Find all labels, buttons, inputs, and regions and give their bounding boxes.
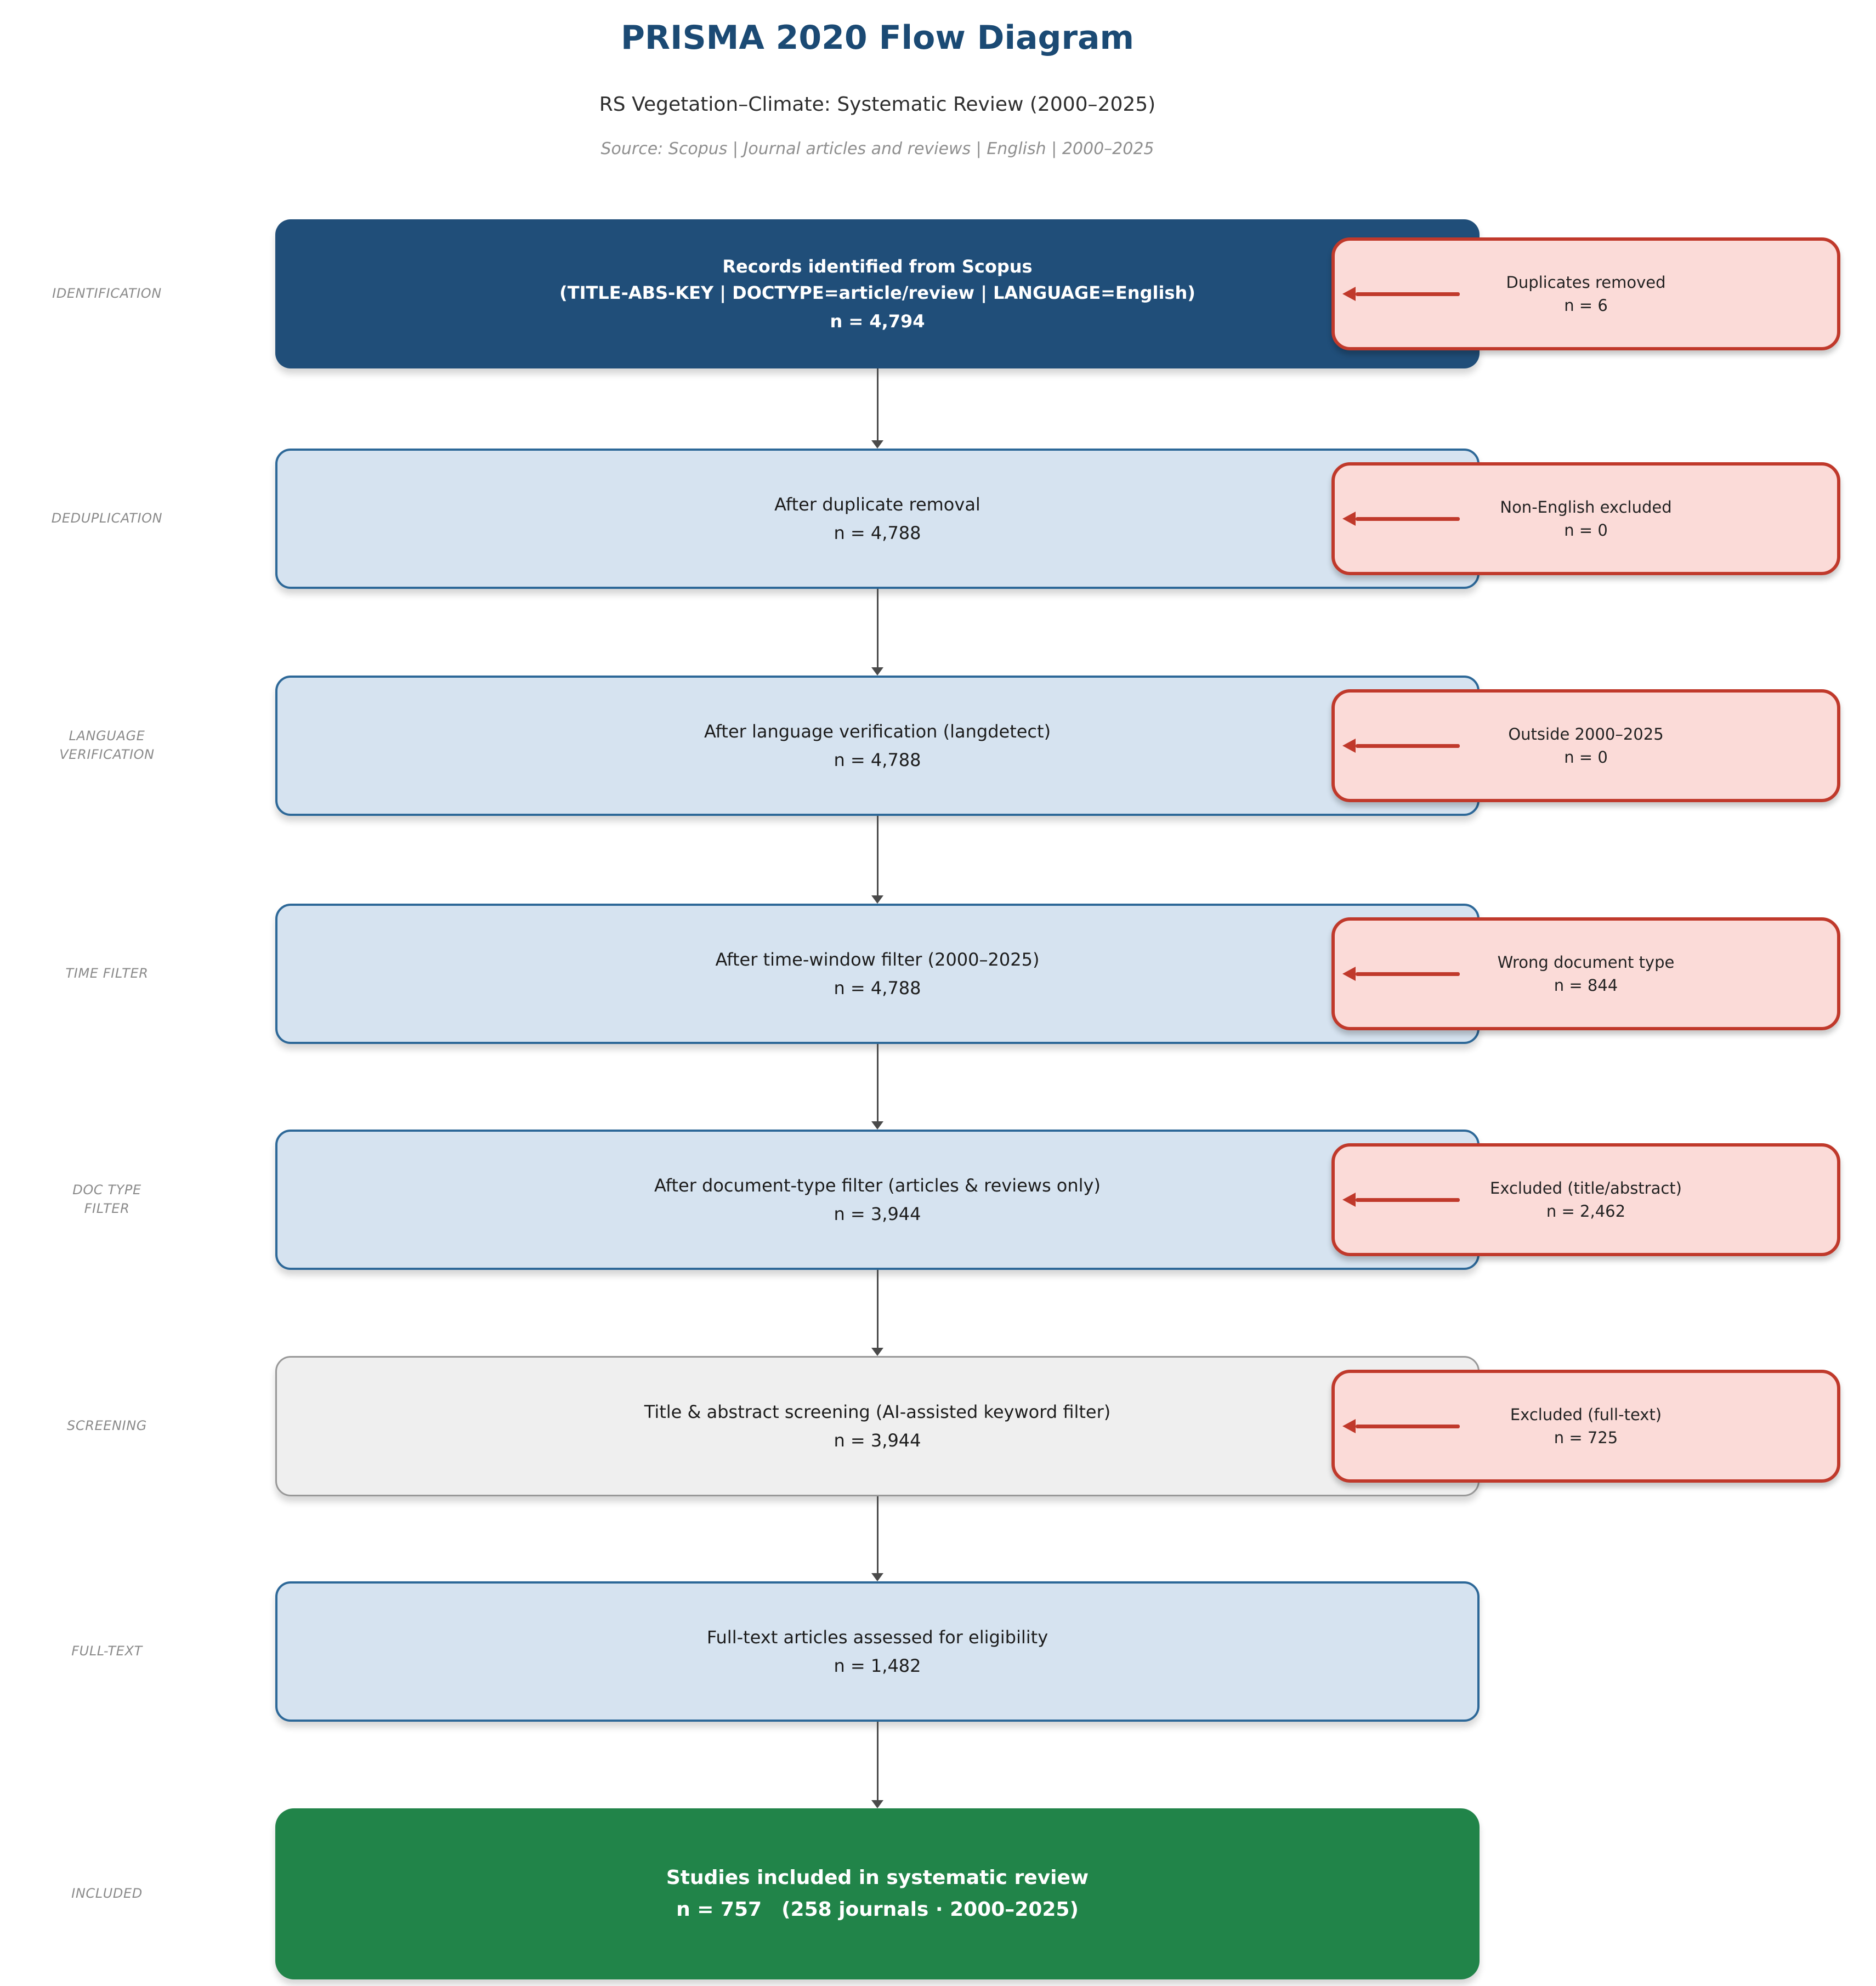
exclusion-text: Non-English excluded n = 0 xyxy=(1500,496,1671,542)
source-note: Source: Scopus | Journal articles and re… xyxy=(600,139,1154,158)
down-arrow-icon xyxy=(866,816,888,904)
exclusion-label: Excluded (full-text) xyxy=(1510,1405,1662,1424)
exclusion-n: n = 6 xyxy=(1564,296,1608,315)
arrowhead-down-icon xyxy=(871,1348,883,1356)
box-title-line: Studies included in systematic review xyxy=(666,1866,1089,1889)
exclusion-box-title-abstract: Excluded (title/abstract) n = 2,462 xyxy=(1331,1143,1840,1256)
box-n-line: n = 4,788 xyxy=(834,750,921,770)
down-arrow-icon xyxy=(866,1044,888,1130)
red-arrow-left-icon xyxy=(1342,739,1460,753)
box-title-line: After language verification (langdetect) xyxy=(704,721,1051,742)
flow-box-identification: Records identified from Scopus (TITLE-AB… xyxy=(275,219,1480,368)
red-arrow-left-icon xyxy=(1342,967,1460,981)
stage-label-doc-type-filter: DOC TYPE FILTER xyxy=(72,1182,141,1216)
red-arrow-left-icon xyxy=(1342,1193,1460,1207)
exclusion-box-outside-years: Outside 2000–2025 n = 0 xyxy=(1331,689,1840,802)
flow-box-full-text: Full-text articles assessed for eligibil… xyxy=(275,1581,1480,1722)
box-title-line: After time-window filter (2000–2025) xyxy=(715,949,1040,970)
exclusion-box-wrong-doctype: Wrong document type n = 844 xyxy=(1331,917,1840,1030)
box-n-line: n = 1,482 xyxy=(834,1655,921,1676)
arrowhead-down-icon xyxy=(871,667,883,676)
exclusion-n: n = 0 xyxy=(1564,748,1608,767)
down-arrow-icon xyxy=(866,1270,888,1356)
connector-line xyxy=(876,589,879,667)
exclusion-box-full-text: Excluded (full-text) n = 725 xyxy=(1331,1370,1840,1483)
down-arrow-icon xyxy=(866,1722,888,1808)
stage-label-deduplication: DEDUPLICATION xyxy=(51,510,163,526)
arrowhead-down-icon xyxy=(871,440,883,449)
exclusion-text: Wrong document type n = 844 xyxy=(1498,951,1675,997)
exclusion-box-non-english: Non-English excluded n = 0 xyxy=(1331,462,1840,575)
box-title-line: Records identified from Scopus xyxy=(722,256,1033,277)
red-arrow-left-icon xyxy=(1342,1419,1460,1433)
down-arrow-icon xyxy=(866,1496,888,1581)
arrowhead-down-icon xyxy=(871,895,883,904)
exclusion-text: Excluded (full-text) n = 725 xyxy=(1510,1403,1662,1449)
connector-line xyxy=(876,1044,879,1121)
box-n-line: n = 3,944 xyxy=(834,1204,921,1224)
box-detail-line: (TITLE-ABS-KEY | DOCTYPE=article/review … xyxy=(559,282,1195,303)
connector-line xyxy=(876,1722,879,1800)
box-n-line: n = 757 (258 journals · 2000–2025) xyxy=(676,1898,1079,1921)
connector-line xyxy=(876,816,879,895)
arrowhead-down-icon xyxy=(871,1800,883,1808)
flow-box-time-filter: After time-window filter (2000–2025) n =… xyxy=(275,904,1480,1044)
stage-label-full-text: FULL-TEXT xyxy=(71,1643,143,1659)
box-title-line: After duplicate removal xyxy=(774,494,980,515)
red-arrow-left-icon xyxy=(1342,287,1460,301)
connector-line xyxy=(876,1270,879,1348)
box-title-line: Title & abstract screening (AI-assisted … xyxy=(644,1401,1111,1422)
exclusion-n: n = 0 xyxy=(1564,521,1608,540)
stage-label-screening: SCREENING xyxy=(67,1418,147,1434)
exclusion-label: Excluded (title/abstract) xyxy=(1490,1178,1682,1198)
exclusion-label: Wrong document type xyxy=(1497,952,1675,972)
arrowhead-down-icon xyxy=(871,1121,883,1130)
flow-box-screening: Title & abstract screening (AI-assisted … xyxy=(275,1356,1480,1496)
exclusion-text: Excluded (title/abstract) n = 2,462 xyxy=(1490,1177,1682,1223)
box-n-line: n = 4,788 xyxy=(834,523,921,543)
flow-box-doc-type-filter: After document-type filter (articles & r… xyxy=(275,1130,1480,1270)
exclusion-label: Outside 2000–2025 xyxy=(1508,724,1664,744)
down-arrow-icon xyxy=(866,589,888,676)
exclusion-text: Outside 2000–2025 n = 0 xyxy=(1508,723,1663,769)
down-arrow-icon xyxy=(866,368,888,449)
arrowhead-down-icon xyxy=(871,1573,883,1581)
red-arrow-left-icon xyxy=(1342,512,1460,526)
exclusion-n: n = 2,462 xyxy=(1546,1202,1626,1221)
stage-label-language-verification: LANGUAGE VERIFICATION xyxy=(59,728,155,762)
exclusion-n: n = 844 xyxy=(1554,976,1618,995)
flow-box-language-verification: After language verification (langdetect)… xyxy=(275,676,1480,816)
flow-box-deduplication: After duplicate removal n = 4,788 xyxy=(275,449,1480,589)
page-title: PRISMA 2020 Flow Diagram xyxy=(620,19,1135,57)
exclusion-label: Duplicates removed xyxy=(1506,273,1666,292)
connector-line xyxy=(876,1496,879,1573)
box-title-line: After document-type filter (articles & r… xyxy=(654,1175,1101,1196)
stage-label-identification: IDENTIFICATION xyxy=(52,286,162,302)
flow-box-included: Studies included in systematic review n … xyxy=(275,1808,1480,1979)
stage-label-time-filter: TIME FILTER xyxy=(65,966,149,981)
exclusion-label: Non-English excluded xyxy=(1500,497,1672,517)
box-n-line: n = 4,794 xyxy=(830,311,925,332)
exclusion-text: Duplicates removed n = 6 xyxy=(1506,271,1665,317)
page-subtitle: RS Vegetation–Climate: Systematic Review… xyxy=(599,93,1156,116)
connector-line xyxy=(876,368,879,440)
box-n-line: n = 3,944 xyxy=(834,1430,921,1451)
box-title-line: Full-text articles assessed for eligibil… xyxy=(706,1627,1048,1648)
box-n-line: n = 4,788 xyxy=(834,978,921,998)
stage-label-included: INCLUDED xyxy=(71,1886,143,1902)
exclusion-n: n = 725 xyxy=(1554,1428,1618,1447)
exclusion-box-duplicates: Duplicates removed n = 6 xyxy=(1331,237,1840,350)
